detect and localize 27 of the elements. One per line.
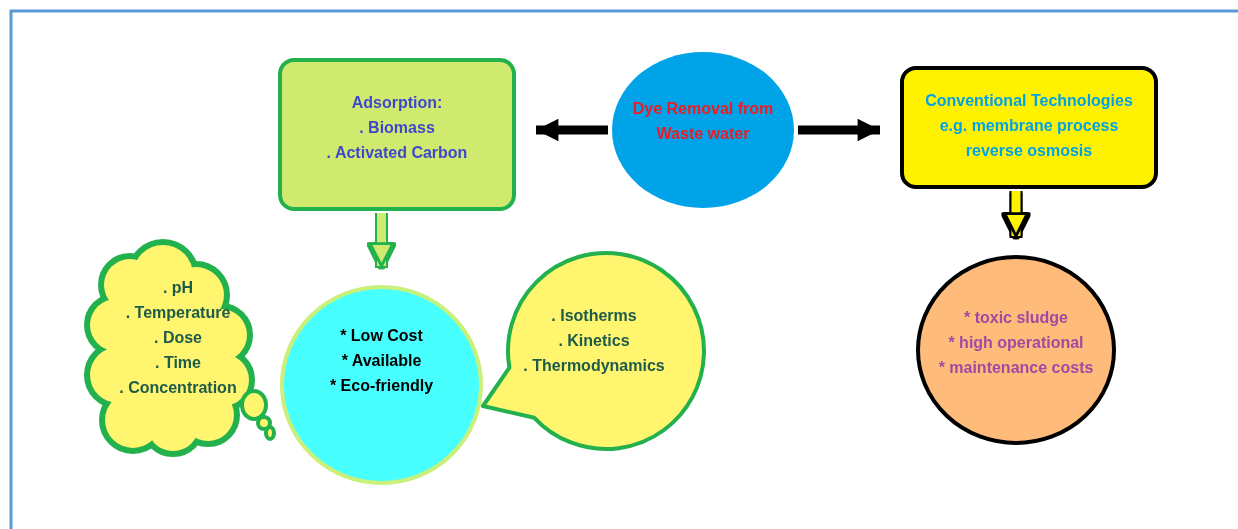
node-text: . Kinetics: [558, 331, 630, 351]
method-box: [900, 66, 1158, 189]
node-text: e.g. membrane process: [939, 116, 1119, 136]
node-text: Dye Removal from Waste water: [631, 99, 775, 144]
node-text: * Available: [341, 351, 422, 371]
node-text: . Thermodynamics: [523, 356, 665, 376]
node-text: . Isotherms: [551, 306, 637, 326]
node-text: . pH: [162, 278, 194, 298]
node-text: . Temperature: [125, 303, 231, 323]
block-arrow: [368, 213, 395, 268]
block-arrow: [536, 118, 608, 142]
block-arrow: [798, 118, 880, 142]
node-text: * toxic sludge: [964, 308, 1068, 328]
method-box: [278, 58, 516, 211]
node-text: Adsorption:: [351, 93, 443, 113]
node-text: . Time: [155, 353, 201, 373]
node-text: . Dose: [154, 328, 202, 348]
node-text: . Biomass: [359, 118, 435, 138]
node-text: * high operational: [948, 333, 1084, 353]
block-arrow: [1003, 191, 1029, 238]
node-text: * Low Cost: [340, 326, 423, 346]
node-text: reverse osmosis: [965, 141, 1093, 161]
node-text: . Concentration: [119, 378, 237, 398]
node-text: . Activated Carbon: [326, 143, 468, 163]
node-text: Conventional Technologies: [925, 91, 1133, 111]
node-text: * Eco-friendly: [329, 376, 434, 396]
node-text: * maintenance costs: [938, 358, 1094, 378]
